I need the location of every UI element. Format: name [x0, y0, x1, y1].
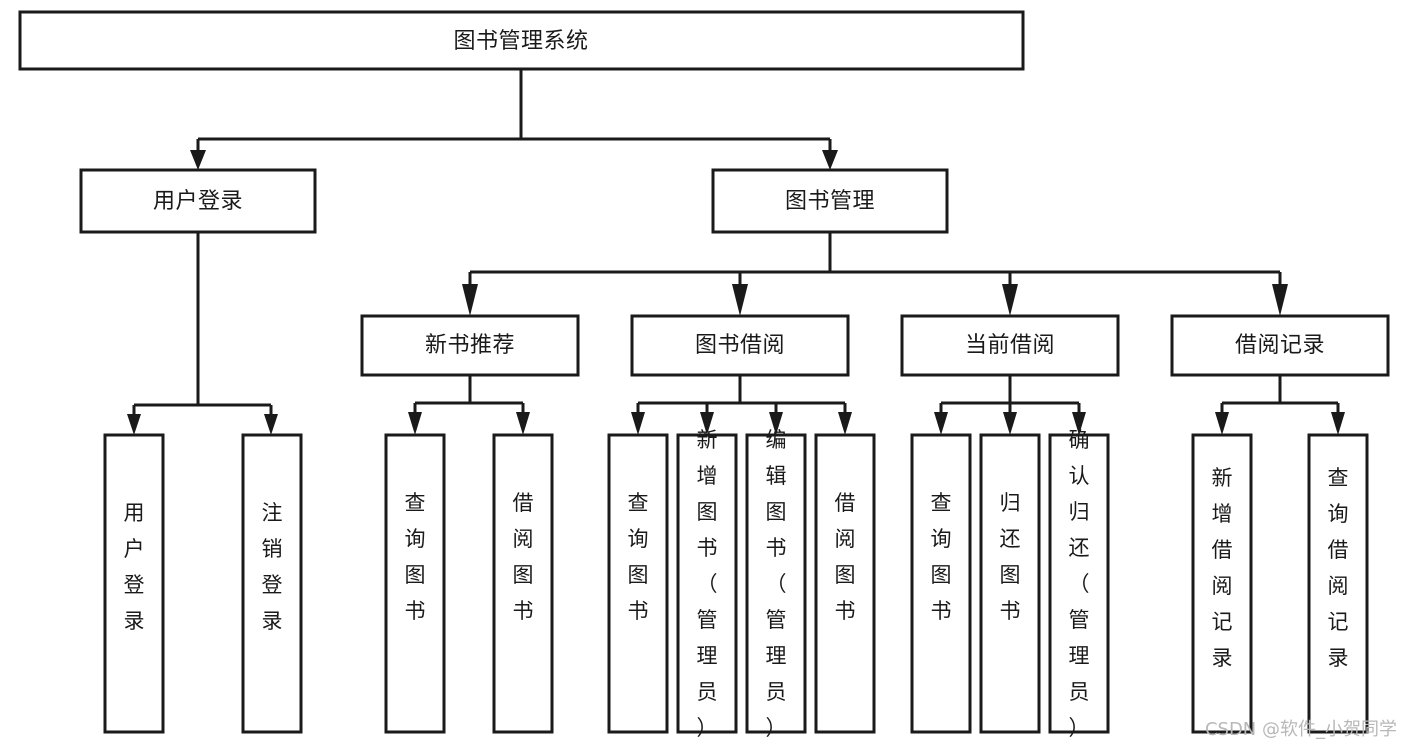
- node-leaf-query-book-1[interactable]: 查询图书: [384, 433, 446, 734]
- node-leaf-query-record[interactable]: 查询借阅记录: [1307, 433, 1369, 734]
- connector-group-user-login: [127, 232, 278, 435]
- arrowhead-leaf-query-record: [1331, 412, 1345, 435]
- node-root-box[interactable]: [18, 10, 1025, 71]
- node-leaf-query-book-1-box[interactable]: [384, 433, 446, 734]
- connector-group-book-borrow: [631, 375, 852, 435]
- node-leaf-user-login[interactable]: 用户登录: [103, 433, 165, 734]
- node-leaf-logout-login-label: 注销登录: [262, 501, 283, 633]
- arrowhead-leaf-add-book: [700, 412, 714, 435]
- node-leaf-add-book-label: 新增图书（管理员）: [697, 428, 718, 740]
- node-leaf-edit-book-label: 编辑图书（管理员）: [766, 428, 787, 740]
- arrowhead-leaf-query-book-2: [631, 412, 645, 435]
- arrowhead-user-login: [190, 150, 206, 170]
- arrowhead-leaf-logout-login: [264, 414, 278, 435]
- node-leaf-return-book-box[interactable]: [979, 433, 1041, 734]
- node-current-borrow-box[interactable]: [900, 314, 1120, 377]
- node-leaf-add-record[interactable]: 新增借阅记录: [1191, 433, 1253, 734]
- node-borrow-record-box[interactable]: [1170, 314, 1390, 377]
- node-borrow-record[interactable]: 借阅记录: [1170, 314, 1390, 377]
- arrowhead-leaf-edit-book: [769, 412, 783, 435]
- arrowhead-leaf-user-login: [127, 414, 141, 435]
- node-leaf-add-book-box[interactable]: [676, 433, 738, 734]
- node-leaf-borrow-book-2[interactable]: 借阅图书: [814, 433, 876, 734]
- node-leaf-query-record-label: 查询借阅记录: [1328, 466, 1349, 670]
- arrowhead-book-management: [822, 150, 838, 170]
- node-new-book-recommend[interactable]: 新书推荐: [360, 314, 580, 377]
- node-new-book-recommend-box[interactable]: [360, 314, 580, 377]
- connector-group-new-book-recommend: [408, 375, 530, 435]
- node-leaf-borrow-book-2-label: 借阅图书: [835, 491, 856, 623]
- arrowhead-leaf-confirm-return: [1072, 412, 1086, 435]
- node-leaf-query-book-3-label: 查询图书: [931, 491, 952, 623]
- node-leaf-borrow-book-1[interactable]: 借阅图书: [492, 433, 554, 734]
- node-root[interactable]: 图书管理系统: [18, 10, 1025, 71]
- node-leaf-confirm-return-label: 确认归还（管理员）: [1069, 428, 1090, 740]
- node-leaf-query-record-box[interactable]: [1307, 433, 1369, 734]
- arrowhead-leaf-query-book-1: [408, 412, 422, 435]
- node-book-management[interactable]: 图书管理: [711, 168, 949, 234]
- arrowhead-borrow-record: [1272, 284, 1288, 316]
- connector-group-root: [190, 69, 838, 170]
- node-leaf-borrow-book-1-label: 借阅图书: [513, 491, 534, 623]
- node-user-login[interactable]: 用户登录: [79, 168, 317, 234]
- node-leaf-borrow-book-1-box[interactable]: [492, 433, 554, 734]
- node-leaf-logout-login[interactable]: 注销登录: [241, 433, 303, 734]
- node-book-borrow[interactable]: 图书借阅: [630, 314, 850, 377]
- node-leaf-confirm-return[interactable]: 确认归还（管理员）: [1048, 428, 1110, 740]
- node-borrow-record-label: 借阅记录: [1235, 333, 1325, 358]
- node-leaf-query-book-3-box[interactable]: [910, 433, 972, 734]
- node-leaf-add-record-label: 新增借阅记录: [1212, 466, 1233, 670]
- node-user-login-box[interactable]: [79, 168, 317, 234]
- node-leaf-query-book-2-label: 查询图书: [628, 491, 649, 623]
- node-new-book-recommend-label: 新书推荐: [425, 333, 515, 358]
- node-leaf-return-book[interactable]: 归还图书: [979, 433, 1041, 734]
- node-current-borrow[interactable]: 当前借阅: [900, 314, 1120, 377]
- arrowhead-new-book-recommend: [462, 284, 478, 316]
- node-user-login-label: 用户登录: [153, 189, 243, 214]
- node-leaf-add-record-box[interactable]: [1191, 433, 1253, 734]
- node-leaf-borrow-book-2-box[interactable]: [814, 433, 876, 734]
- arrowhead-book-borrow: [732, 284, 748, 316]
- node-leaf-user-login-box[interactable]: [103, 433, 165, 734]
- arrowhead-leaf-query-book-3: [934, 412, 948, 435]
- node-current-borrow-label: 当前借阅: [965, 333, 1055, 358]
- node-leaf-query-book-2[interactable]: 查询图书: [607, 433, 669, 734]
- connector-group-current-borrow: [934, 375, 1086, 435]
- node-book-borrow-label: 图书借阅: [695, 333, 785, 358]
- connector-group-book-management: [462, 232, 1288, 316]
- node-leaf-user-login-label: 用户登录: [124, 501, 145, 633]
- node-book-management-box[interactable]: [711, 168, 949, 234]
- node-root-label: 图书管理系统: [453, 29, 588, 54]
- node-book-management-label: 图书管理: [785, 189, 875, 214]
- arrowhead-current-borrow: [1002, 284, 1018, 316]
- node-leaf-edit-book-box[interactable]: [745, 433, 807, 734]
- arrowhead-leaf-borrow-book-2: [838, 412, 852, 435]
- node-book-borrow-box[interactable]: [630, 314, 850, 377]
- node-leaf-query-book-3[interactable]: 查询图书: [910, 433, 972, 734]
- arrowhead-leaf-add-record: [1215, 412, 1229, 435]
- arrowhead-leaf-borrow-book-1: [516, 412, 530, 435]
- node-leaf-confirm-return-box[interactable]: [1048, 433, 1110, 734]
- node-leaf-edit-book[interactable]: 编辑图书（管理员）: [745, 428, 807, 740]
- node-leaf-logout-login-box[interactable]: [241, 433, 303, 734]
- node-leaf-return-book-label: 归还图书: [1000, 491, 1021, 623]
- node-leaf-query-book-1-label: 查询图书: [405, 491, 426, 623]
- node-leaf-query-book-2-box[interactable]: [607, 433, 669, 734]
- arrowhead-leaf-return-book: [1003, 412, 1017, 435]
- connector-group-borrow-record: [1215, 375, 1345, 435]
- node-leaf-add-book[interactable]: 新增图书（管理员）: [676, 428, 738, 740]
